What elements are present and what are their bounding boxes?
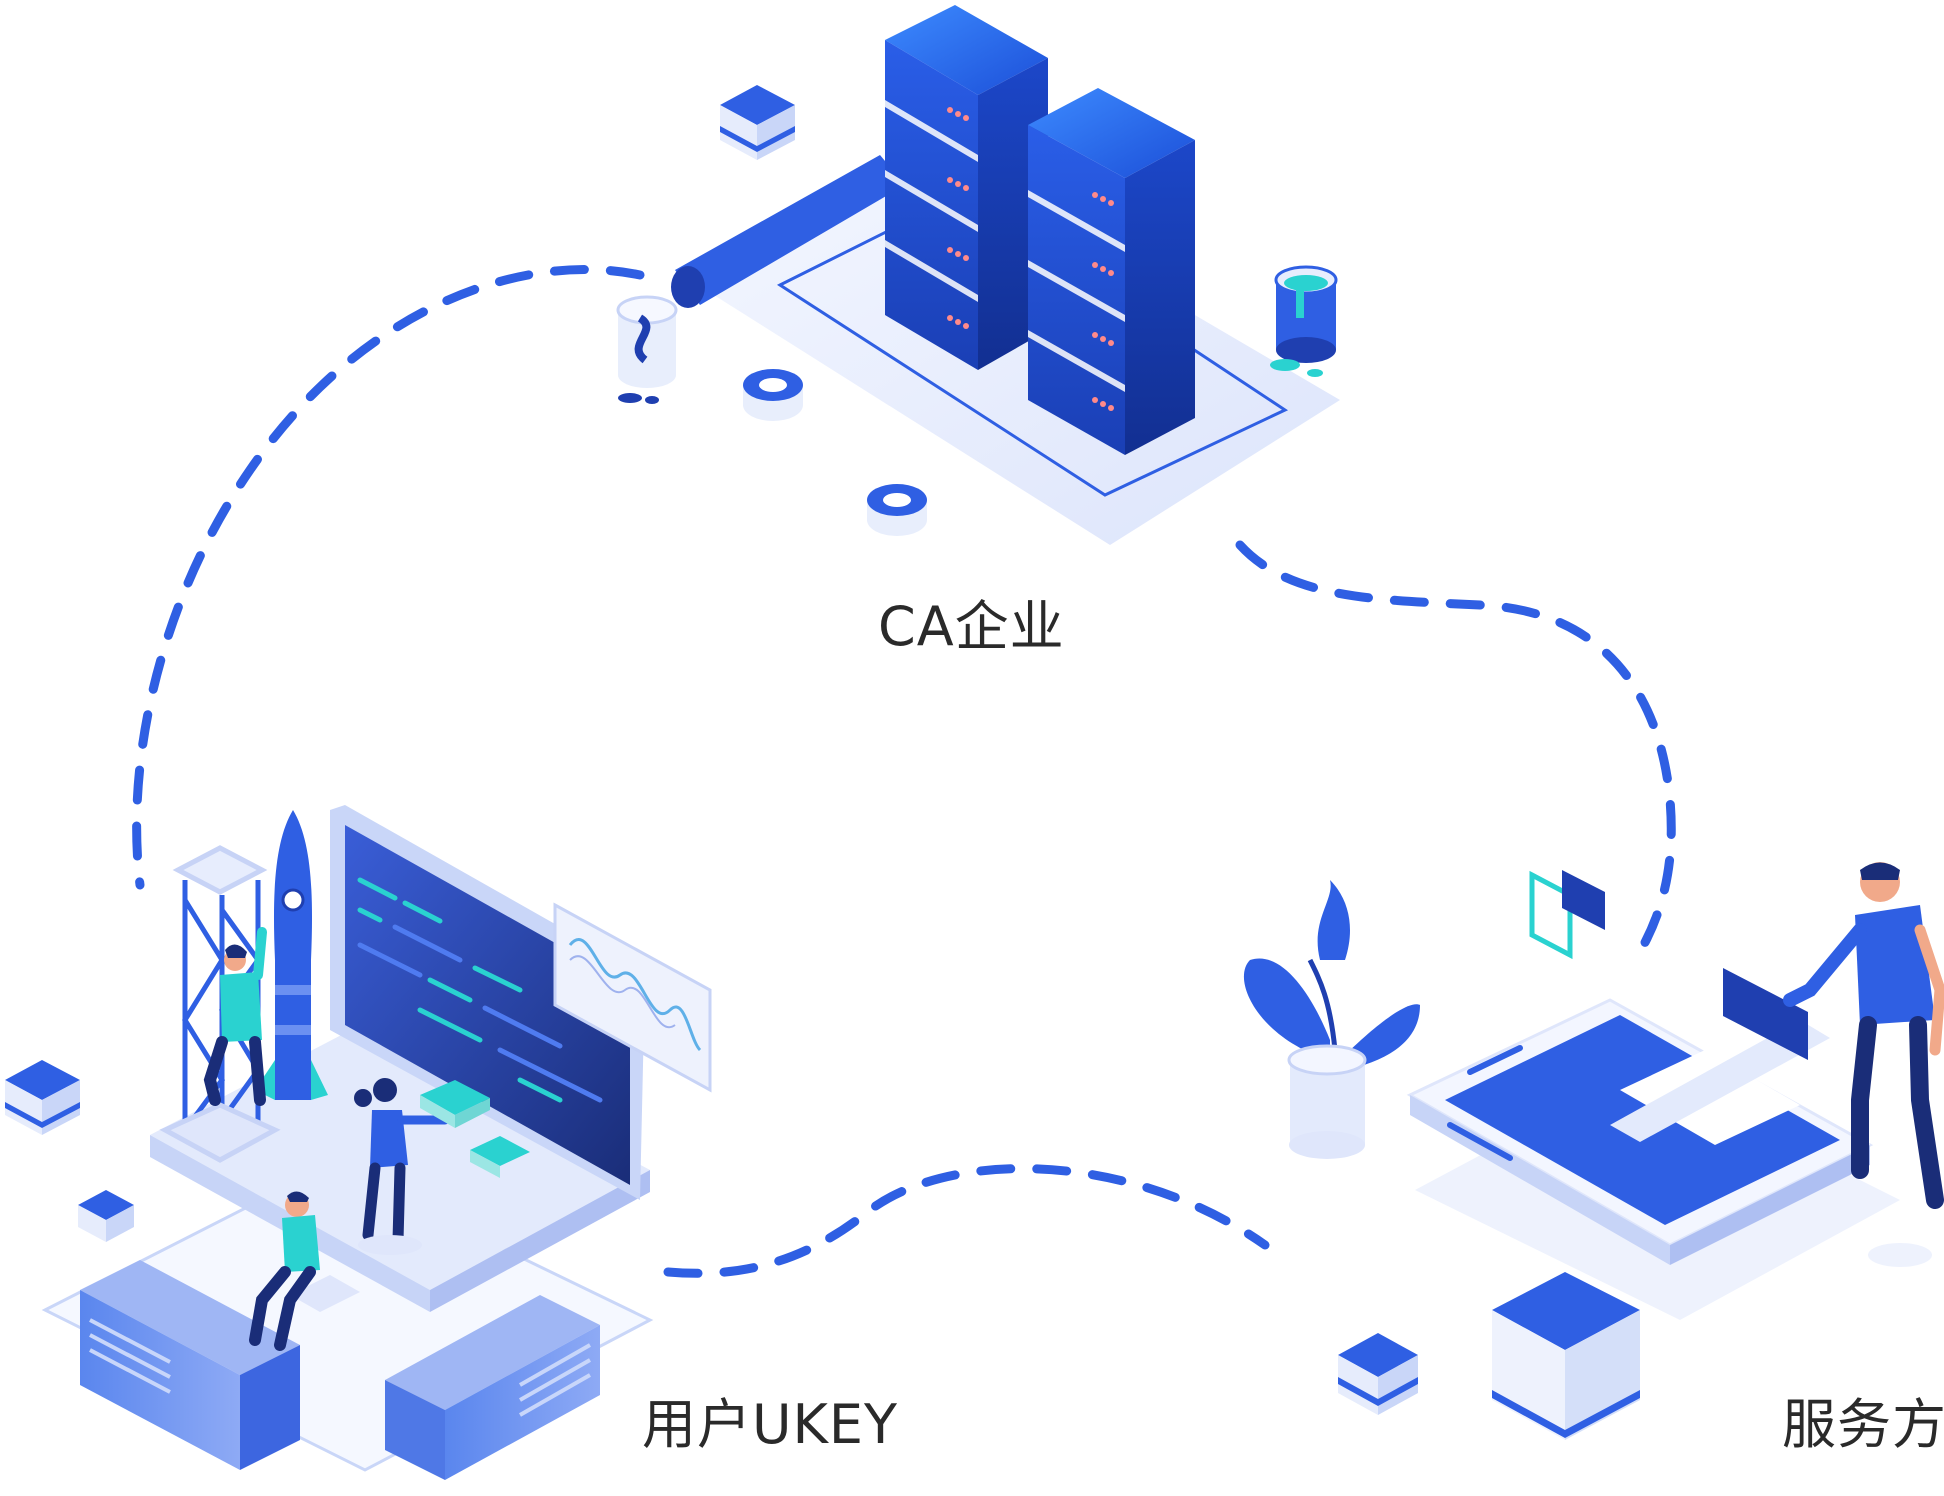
tape-roll-2 bbox=[867, 484, 927, 536]
node-label-ukey: 用户UKEY bbox=[642, 1393, 899, 1456]
laptop bbox=[1610, 968, 1830, 1142]
node-label-service: 服务方 bbox=[1782, 1393, 1944, 1456]
potted-plant bbox=[1243, 880, 1420, 1159]
monitor bbox=[330, 805, 645, 1200]
pipe-end bbox=[671, 266, 705, 308]
front-block-left bbox=[80, 1260, 300, 1470]
paint-bucket-left bbox=[616, 295, 678, 404]
connection-paths bbox=[132, 265, 1676, 1278]
service-scene bbox=[1243, 862, 1944, 1440]
server-floor bbox=[690, 160, 1340, 545]
tape-roll-1 bbox=[743, 369, 803, 421]
paint-bucket-right bbox=[1270, 265, 1338, 377]
cube-small-left-1 bbox=[5, 1060, 80, 1135]
server-pipe bbox=[675, 155, 905, 305]
person-service bbox=[1783, 862, 1944, 1267]
person-climber bbox=[203, 927, 267, 1106]
person-standing bbox=[354, 1078, 450, 1255]
cube-small-left-2 bbox=[78, 1190, 134, 1242]
cube-small-top bbox=[720, 85, 795, 160]
floating-card-icon bbox=[1529, 870, 1605, 960]
person-seated bbox=[249, 1191, 360, 1351]
server-rack-left bbox=[885, 5, 1048, 370]
ca-server-scene bbox=[616, 5, 1340, 545]
waveform-panel bbox=[553, 902, 712, 1093]
path-ukey-to-service bbox=[663, 1164, 1270, 1278]
path-ca-to-service bbox=[1235, 540, 1676, 965]
front-block-right bbox=[385, 1295, 600, 1480]
cube-small-right bbox=[1338, 1333, 1418, 1415]
keyboard-blocks bbox=[420, 1080, 530, 1178]
server-rack-right bbox=[1028, 88, 1195, 455]
path-ca-to-ukey bbox=[132, 265, 645, 890]
cube-large-right bbox=[1492, 1272, 1640, 1440]
ukey-workstation-scene bbox=[5, 805, 712, 1480]
node-label-ca: CA企业 bbox=[878, 595, 1065, 658]
